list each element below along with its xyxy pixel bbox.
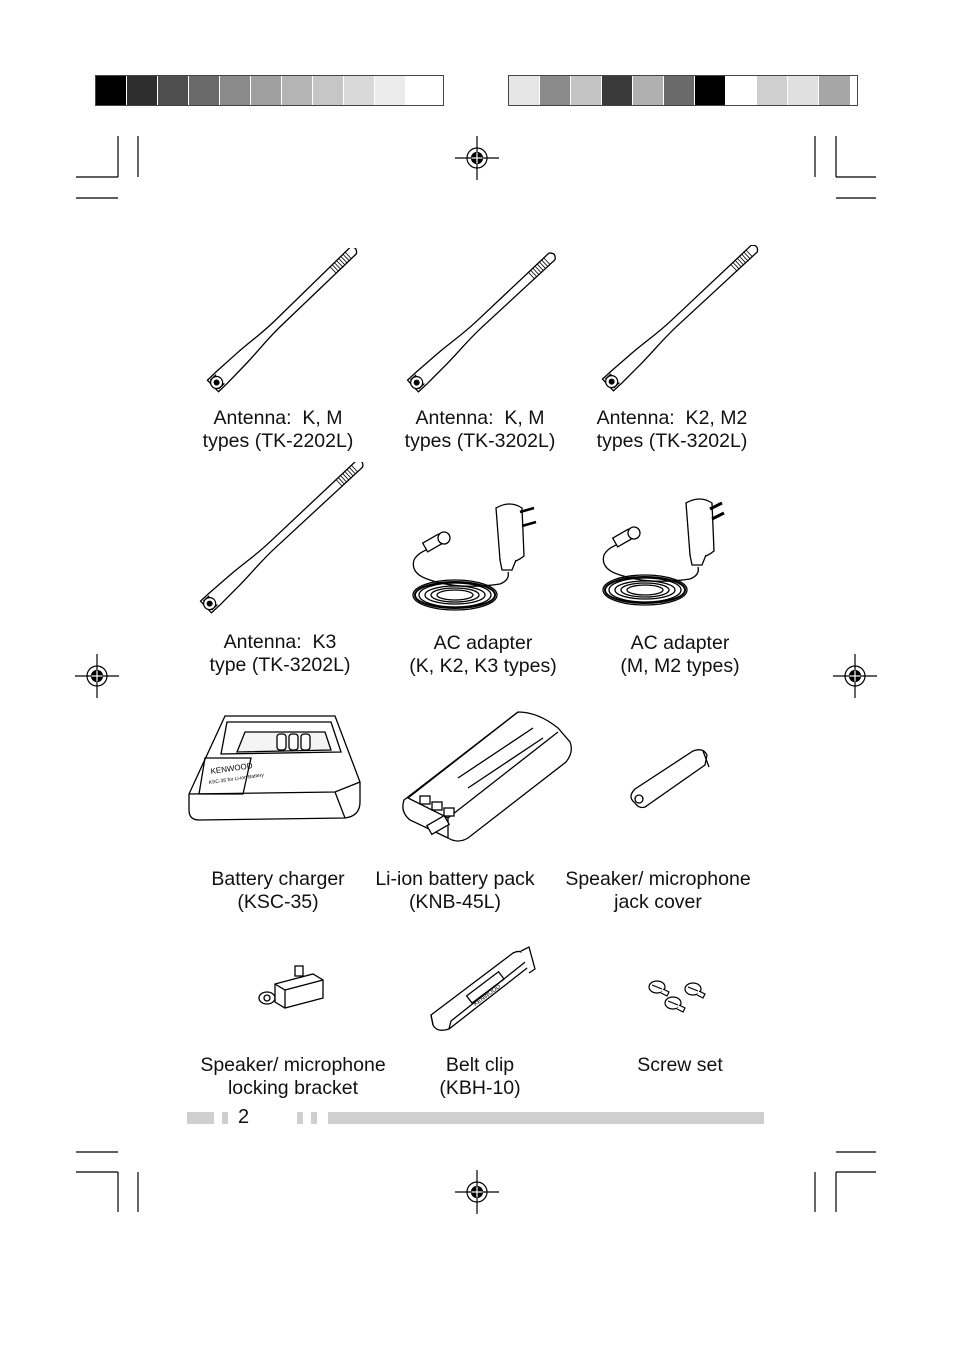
caption-antenna-k3: Antenna: K3 type (TK-3202L) bbox=[209, 631, 351, 676]
color-swatch bbox=[189, 76, 220, 105]
color-swatch bbox=[819, 76, 850, 105]
caption-jack-cover: Speaker/ microphone jack cover bbox=[565, 868, 751, 913]
color-swatch bbox=[375, 76, 406, 105]
registration-mark bbox=[455, 136, 499, 180]
color-swatch bbox=[158, 76, 189, 105]
antenna-icon bbox=[199, 462, 364, 614]
color-swatch bbox=[602, 76, 633, 105]
swatch-bar-left bbox=[95, 75, 444, 106]
locking-bracket-icon bbox=[258, 965, 324, 1009]
color-swatch bbox=[788, 76, 819, 105]
battery-pack-icon bbox=[402, 711, 572, 842]
registration-mark bbox=[455, 1170, 499, 1214]
color-swatch bbox=[313, 76, 344, 105]
registration-mark bbox=[833, 654, 877, 698]
caption-battery-charger: Battery charger (KSC-35) bbox=[211, 868, 345, 913]
caption-battery-pack: Li-ion battery pack (KNB-45L) bbox=[375, 868, 535, 913]
caption-belt-clip: Belt clip (KBH-10) bbox=[439, 1054, 521, 1099]
registration-mark bbox=[75, 654, 119, 698]
footer-bar-tick-2 bbox=[297, 1112, 303, 1124]
ac-adapter-icon bbox=[602, 498, 725, 606]
footer-bar-right bbox=[328, 1112, 764, 1124]
color-swatch bbox=[757, 76, 788, 105]
caption-locking-bracket: Speaker/ microphone locking bracket bbox=[200, 1054, 386, 1099]
page-number: 2 bbox=[238, 1106, 250, 1128]
ac-adapter-icon bbox=[412, 503, 537, 611]
color-swatch bbox=[726, 76, 757, 105]
footer-bar-left bbox=[187, 1112, 214, 1124]
caption-screw-set: Screw set bbox=[637, 1054, 723, 1076]
color-swatch bbox=[96, 76, 127, 105]
caption-antenna-km-2202: Antenna: K, M types (TK-2202L) bbox=[202, 407, 354, 452]
battery-charger-icon: KENWOOD KSC-35 for Li-ion Battery bbox=[188, 715, 361, 821]
caption-ac-adapter-m: AC adapter (M, M2 types) bbox=[620, 632, 740, 677]
color-swatch bbox=[344, 76, 375, 105]
color-swatch bbox=[509, 76, 540, 105]
belt-clip-icon: KENWOOD bbox=[430, 946, 536, 1031]
jack-cover-icon bbox=[630, 749, 710, 809]
caption-antenna-km-3202: Antenna: K, M types (TK-3202L) bbox=[404, 407, 556, 452]
antenna-icon bbox=[601, 245, 759, 392]
antenna-icon bbox=[406, 252, 556, 393]
color-swatch bbox=[664, 76, 695, 105]
color-swatch bbox=[540, 76, 571, 105]
color-swatch bbox=[251, 76, 282, 105]
footer-bar-tick bbox=[222, 1112, 228, 1124]
color-swatch bbox=[571, 76, 602, 105]
footer-bar-tick-3 bbox=[311, 1112, 317, 1124]
screw-set-icon bbox=[648, 980, 706, 1013]
color-swatch bbox=[406, 76, 437, 105]
caption-ac-adapter-k: AC adapter (K, K2, K3 types) bbox=[409, 632, 557, 677]
color-swatch bbox=[282, 76, 313, 105]
color-swatch bbox=[220, 76, 251, 105]
color-swatch bbox=[695, 76, 726, 105]
swatch-bar-right bbox=[508, 75, 858, 106]
color-swatch bbox=[633, 76, 664, 105]
color-swatch bbox=[127, 76, 158, 105]
antenna-icon bbox=[206, 248, 358, 393]
caption-antenna-k2m2: Antenna: K2, M2 types (TK-3202L) bbox=[596, 407, 748, 452]
